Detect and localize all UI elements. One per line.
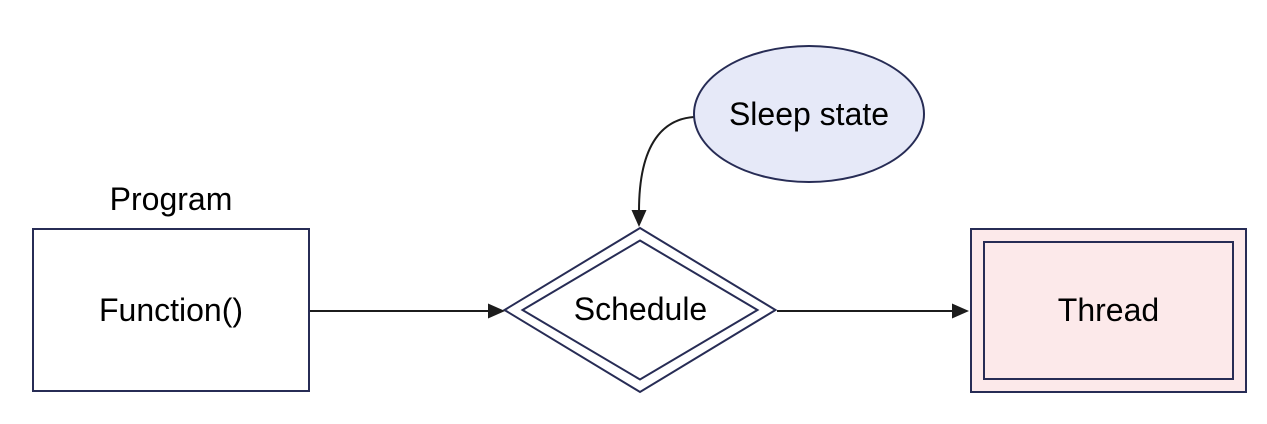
arrowhead-schedule-to-thread <box>952 303 969 319</box>
function-box-node: Function() <box>32 228 310 392</box>
sleep-state-label: Sleep state <box>728 95 890 132</box>
schedule-diamond-inner <box>520 239 760 381</box>
arrowhead-function-to-schedule <box>488 303 505 319</box>
thread-box-inner-frame: Thread <box>983 241 1234 380</box>
schedule-diamond-label: Schedule <box>573 291 708 327</box>
edge-sleep-to-schedule <box>638 116 695 212</box>
thread-box-label: Thread <box>1057 292 1160 328</box>
program-label: Program <box>109 181 233 217</box>
function-box-label: Function() <box>98 291 244 328</box>
sleep-state-node: Sleep state <box>693 45 925 183</box>
arrowhead-sleep-to-schedule <box>631 210 647 227</box>
schedule-diamond-outer <box>502 226 778 394</box>
thread-box-node: Thread <box>970 228 1247 393</box>
